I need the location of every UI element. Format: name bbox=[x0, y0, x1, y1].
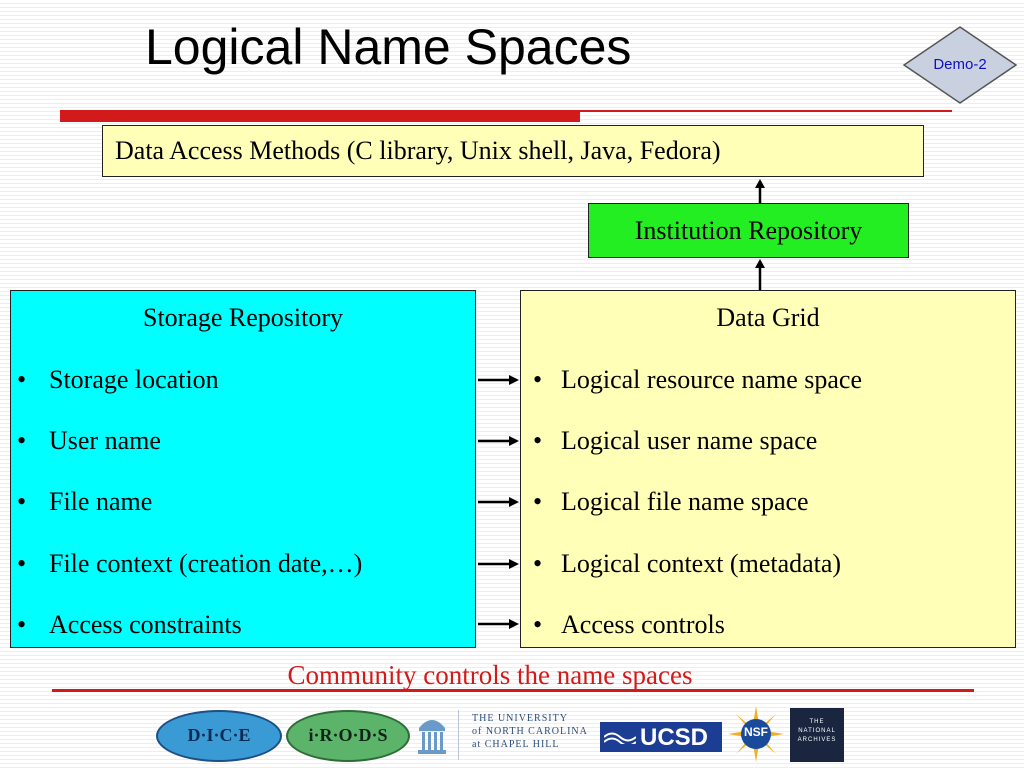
irods-logo-text: i·R·O·D·S bbox=[308, 725, 388, 745]
grid-item-label: Logical context (metadata) bbox=[561, 549, 842, 578]
grid-item-label: Access controls bbox=[561, 610, 725, 639]
data-grid-heading: Data Grid bbox=[716, 303, 820, 332]
storage-repository-box: Storage Repository • Storage location • … bbox=[10, 290, 476, 648]
storage-item-label: User name bbox=[49, 426, 161, 455]
arrow-right-icon bbox=[478, 619, 519, 629]
bullet: • bbox=[533, 365, 543, 394]
grid-item-label: Logical user name space bbox=[561, 426, 818, 455]
title-rule-red bbox=[60, 110, 580, 122]
demo-diamond-icon bbox=[902, 26, 1018, 104]
bullet: • bbox=[533, 426, 543, 455]
demo-badge-label[interactable]: Demo-2 bbox=[933, 56, 987, 73]
arrow-up-icon bbox=[755, 179, 765, 204]
bullet: • bbox=[533, 549, 543, 578]
arrow-right-icon bbox=[478, 436, 519, 446]
ucsd-logo-text: UCSD bbox=[640, 724, 709, 751]
access-methods-box: Data Access Methods (C library, Unix she… bbox=[102, 125, 924, 177]
dice-logo: D·I·C·E bbox=[156, 710, 282, 762]
storage-item-label: Access constraints bbox=[49, 610, 242, 639]
bullet: • bbox=[17, 487, 27, 516]
unc-line: of NORTH CAROLINA bbox=[472, 726, 588, 737]
irods-logo: i·R·O·D·S bbox=[286, 710, 410, 762]
storage-repository-heading: Storage Repository bbox=[142, 303, 344, 332]
dice-logo-text: D·I·C·E bbox=[187, 725, 251, 745]
institution-repository-box: Institution Repository bbox=[588, 203, 909, 258]
ucsd-logo: UCSD bbox=[600, 722, 722, 752]
arrow-right-icon bbox=[478, 497, 519, 507]
bullet: • bbox=[17, 549, 27, 578]
arrow-right-icon bbox=[478, 559, 519, 569]
arrow-right-icon bbox=[478, 375, 519, 385]
slide-title: Logical Name Spaces bbox=[145, 19, 632, 75]
storage-item-label: Storage location bbox=[49, 365, 219, 394]
logo-divider bbox=[458, 710, 459, 760]
grid-item-label: Logical resource name space bbox=[561, 365, 863, 394]
storage-item-label: File name bbox=[49, 487, 153, 516]
unc-line: at CHAPEL HILL bbox=[472, 739, 560, 750]
bullet: • bbox=[533, 610, 543, 639]
arrow-up-icon bbox=[755, 259, 765, 290]
unc-logo-text: THE UNIVERSITY of NORTH CAROLINA at CHAP… bbox=[472, 712, 600, 751]
title-rule-thin bbox=[580, 110, 952, 112]
bullet: • bbox=[17, 426, 27, 455]
nsf-sunburst-icon bbox=[728, 706, 784, 762]
archives-line: THE bbox=[809, 719, 825, 725]
unc-building-icon bbox=[418, 720, 446, 754]
nsf-logo-text: NSF bbox=[744, 725, 768, 739]
storage-item-label: File context (creation date,…) bbox=[49, 549, 363, 578]
archives-line: ARCHIVES bbox=[797, 737, 837, 743]
unc-line: THE UNIVERSITY bbox=[472, 713, 568, 724]
archives-logo-text: THE NATIONAL ARCHIVES bbox=[790, 718, 844, 745]
bullet: • bbox=[533, 487, 543, 516]
grid-item-label: Logical file name space bbox=[561, 487, 809, 516]
demo-badge[interactable]: Demo-2 bbox=[902, 26, 1018, 104]
data-grid-box: Data Grid • Logical resource name space … bbox=[520, 290, 1016, 648]
archives-line: NATIONAL bbox=[798, 728, 836, 734]
bullet: • bbox=[17, 365, 27, 394]
nsf-logo: NSF bbox=[728, 706, 784, 762]
community-note: Community controls the name spaces bbox=[287, 660, 693, 690]
national-archives-logo: THE NATIONAL ARCHIVES bbox=[790, 708, 844, 762]
bullet: • bbox=[17, 610, 27, 639]
ucsd-wave-icon bbox=[604, 732, 636, 744]
footer-rule bbox=[52, 689, 974, 692]
